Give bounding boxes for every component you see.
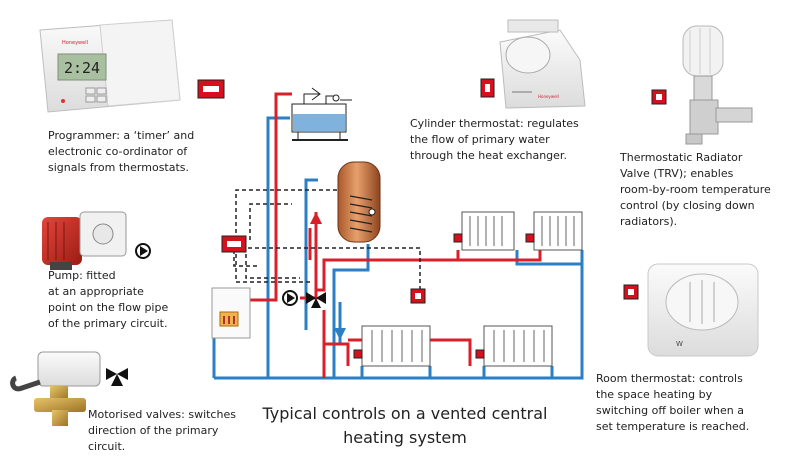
trv-caption-line: radiators).	[620, 215, 678, 228]
return-arrow	[334, 302, 346, 340]
flow-arrow	[310, 212, 322, 270]
trv-caption-line: control (by closing down	[620, 199, 755, 212]
room-thermostat-caption-line: Room thermostat: controls	[596, 372, 743, 385]
programmer-symbol	[221, 235, 247, 253]
diagram-pump-symbol	[282, 290, 298, 306]
cylinder-thermostat-caption-line: through the heat exchanger.	[410, 149, 567, 162]
boiler	[211, 287, 251, 339]
cylinder-thermostat-caption-line: Cylinder thermostat: regulates	[410, 117, 579, 130]
diagram-title-line: Typical controls on a vented central	[262, 404, 548, 423]
pump-symbol-icon	[135, 243, 151, 259]
motorised-valves-caption-line: circuit.	[88, 440, 126, 453]
cylinder-thermostat-device: Honeywell	[499, 19, 586, 109]
programmer-caption-line: signals from thermostats.	[48, 161, 190, 174]
room-thermostat-caption-line: the space heating by	[596, 388, 713, 401]
valve-symbol-icon	[106, 368, 128, 386]
feed-expansion-tank	[291, 87, 352, 141]
room-thermostat-brand: W	[676, 340, 683, 348]
room-thermostat-device: W	[647, 263, 759, 357]
radiator-bottom-right	[475, 325, 553, 367]
pump-caption-line: Pump: fitted	[48, 269, 116, 282]
cylinder-brand: Honeywell	[538, 94, 559, 99]
pump-caption: Pump: fitted at an appropriate point on …	[48, 268, 168, 332]
room-thermostat-caption: Room thermostat: controls the space heat…	[596, 371, 749, 435]
diagram-motorised-valve-symbol	[306, 292, 326, 308]
return-pipework	[212, 116, 584, 380]
trv-caption: Thermostatic Radiator Valve (TRV); enabl…	[620, 150, 771, 230]
programmer-caption-line: electronic co-ordinator of	[48, 145, 188, 158]
trv-caption-line: Thermostatic Radiator	[620, 151, 743, 164]
cylinder-thermostat-caption: Cylinder thermostat: regulates the flow …	[410, 116, 579, 164]
pump-device	[42, 211, 127, 270]
programmer-control-icon	[197, 79, 225, 99]
cylinder-thermostat-caption-line: the flow of primary water	[410, 133, 550, 146]
programmer-caption: Programmer: a ‘timer’ and electronic co-…	[48, 128, 194, 176]
hot-water-cylinder	[337, 161, 381, 243]
pump-caption-line: of the primary circuit.	[48, 317, 168, 330]
pump-caption-line: point on the flow pipe	[48, 301, 169, 314]
programmer-brand: Honeywell	[62, 40, 88, 46]
programmer-caption-line: Programmer: a ‘timer’ and	[48, 129, 195, 142]
radiator-top-right	[525, 211, 583, 251]
room-thermostat-caption-line: set temperature is reached.	[596, 420, 750, 433]
programmer-display-text: 2:24	[64, 59, 100, 77]
radiator-top-left	[453, 211, 515, 251]
radiator-bottom-left	[353, 325, 431, 367]
diagram-title: Typical controls on a vented central hea…	[250, 402, 560, 450]
programmer-device: 2:24 Honeywell	[39, 19, 181, 113]
motorised-valves-caption-line: Motorised valves: switches	[88, 408, 236, 421]
trv-device	[682, 25, 753, 145]
trv-control-icon	[651, 89, 667, 105]
motorised-valve-device	[10, 351, 101, 426]
diagram-title-line: heating system	[343, 428, 467, 447]
pump-caption-line: at an appropriate	[48, 285, 144, 298]
cylinder-control-icon	[480, 78, 495, 98]
programmer-display	[57, 53, 107, 81]
trv-caption-line: room-by-room temperature	[620, 183, 771, 196]
motorised-valves-caption-line: direction of the primary	[88, 424, 219, 437]
motorised-valves-caption: Motorised valves: switches direction of …	[88, 407, 236, 455]
control-wiring	[233, 189, 421, 290]
room-thermostat-caption-line: switching off boiler when a	[596, 404, 744, 417]
room-thermostat-symbol	[410, 288, 426, 304]
room-thermostat-control-icon	[623, 284, 639, 300]
trv-caption-line: Valve (TRV); enables	[620, 167, 734, 180]
